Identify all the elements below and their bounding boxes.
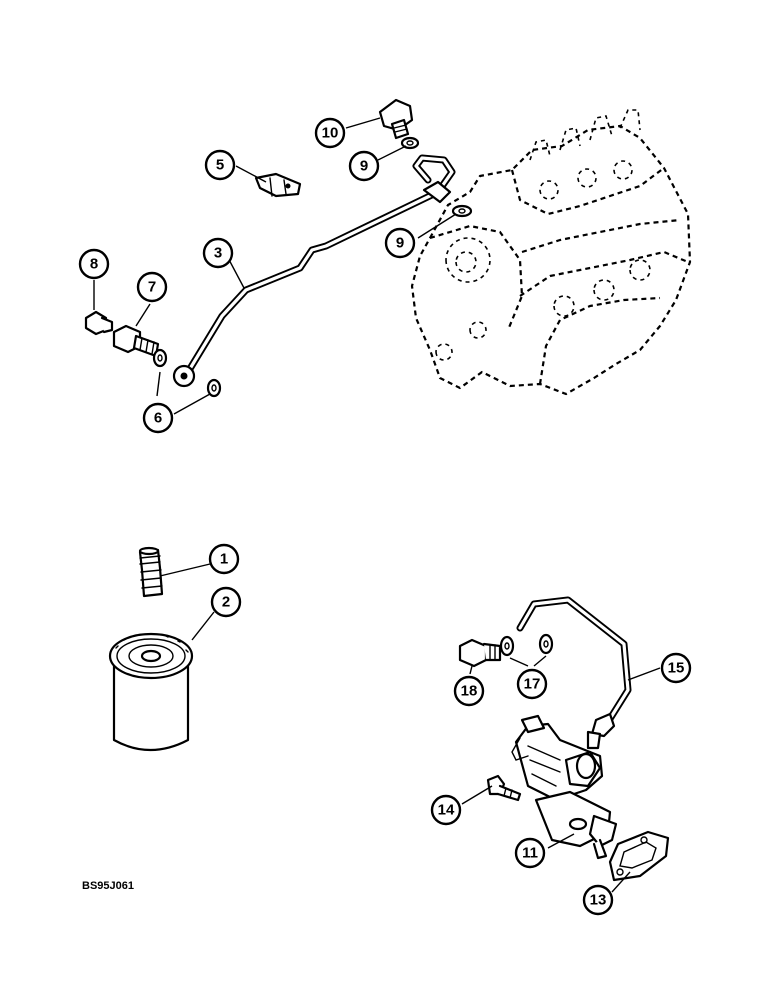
- callout-3-label: 3: [214, 245, 222, 262]
- callout-18-label: 18: [461, 683, 478, 700]
- washer-part-9-lower: [451, 204, 473, 218]
- callout-14: 14: [430, 794, 462, 826]
- leader-lines: [93, 117, 661, 893]
- fuel-line-part-15: [516, 596, 632, 750]
- callout-10-label: 10: [322, 125, 339, 142]
- washer-part-9-upper: [400, 136, 420, 150]
- callout-15-label: 15: [668, 660, 685, 677]
- gasket-part-13: [608, 830, 670, 882]
- injection-pump-ghost: [410, 109, 692, 396]
- callout-3: 3: [202, 237, 234, 269]
- screw-part-14: [486, 774, 522, 802]
- callout-5-label: 5: [216, 157, 224, 174]
- fitting-part-10: [378, 98, 414, 140]
- callout-8: 8: [78, 248, 110, 280]
- callout-13-label: 13: [590, 892, 607, 909]
- banjo-bolt-part-18: [458, 638, 502, 668]
- callout-2-label: 2: [222, 594, 230, 611]
- drawing-reference-code: BS95J061: [82, 880, 134, 892]
- callout-9-lower-label: 9: [396, 235, 404, 252]
- callout-17-label: 17: [524, 676, 541, 693]
- washer-part-6-right: [206, 378, 222, 398]
- callout-11-label: 11: [522, 845, 538, 862]
- callout-10: 10: [314, 117, 346, 149]
- clip-part-5: [254, 172, 302, 198]
- callout-9-lower: 9: [384, 227, 416, 259]
- callout-6-label: 6: [154, 410, 162, 427]
- callout-1-label: 1: [220, 551, 228, 568]
- fuel-filter-part-2: [108, 632, 194, 751]
- transfer-pump-part-11: [511, 714, 618, 860]
- callout-18: 18: [453, 675, 485, 707]
- callout-17: 17: [516, 668, 548, 700]
- callout-14-label: 14: [438, 802, 455, 819]
- callout-13: 13: [582, 884, 614, 916]
- callout-5: 5: [204, 149, 236, 181]
- callout-7: 7: [136, 271, 168, 303]
- callout-2: 2: [210, 586, 242, 618]
- fuel-line-part-3: [172, 154, 456, 388]
- callout-8-label: 8: [90, 256, 98, 273]
- callout-11: 11: [514, 837, 546, 869]
- callout-9-upper: 9: [348, 150, 380, 182]
- callout-7-label: 7: [148, 279, 156, 296]
- banjo-bolt-part-7: [112, 324, 160, 358]
- washer-part-17-right: [538, 633, 554, 655]
- callout-1: 1: [208, 543, 240, 575]
- callout-6: 6: [142, 402, 174, 434]
- washer-part-17-left: [499, 635, 515, 657]
- adapter-part-1: [138, 546, 164, 598]
- washer-part-6-left: [152, 348, 168, 368]
- callout-9-upper-label: 9: [360, 158, 368, 175]
- bleeder-screw-part-8: [84, 310, 114, 336]
- callout-15: 15: [660, 652, 692, 684]
